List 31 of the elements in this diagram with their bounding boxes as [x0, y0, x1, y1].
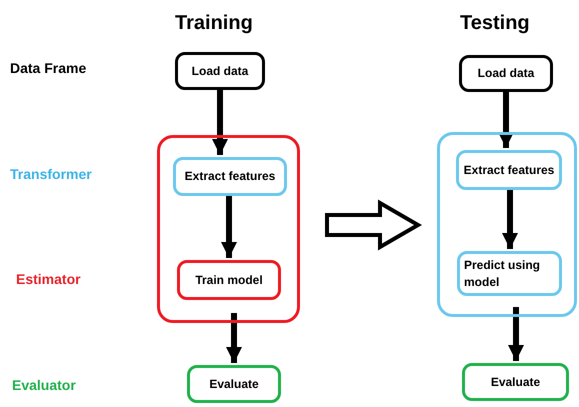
group-box	[437, 132, 577, 317]
arrow	[212, 90, 228, 155]
process-box	[459, 55, 553, 92]
box-label: Train model	[195, 272, 263, 288]
hollow-arrow	[325, 200, 422, 250]
heading: Testing	[460, 11, 530, 36]
process-box	[173, 157, 287, 196]
group-box	[157, 135, 300, 323]
arrow	[502, 190, 518, 249]
box-label: Extract features	[184, 168, 276, 185]
row-label: Data Frame	[10, 59, 86, 78]
row-label: Transformer	[10, 165, 92, 184]
arrow	[221, 196, 237, 258]
process-box	[457, 251, 562, 296]
arrow	[508, 307, 524, 361]
box-label: Load data	[478, 65, 534, 82]
box-label: Extract features	[464, 162, 554, 178]
box-label: Evaluate	[490, 374, 540, 390]
process-box	[456, 150, 562, 190]
arrow	[498, 92, 514, 148]
process-box	[187, 365, 281, 403]
process-box	[175, 52, 265, 90]
process-box	[177, 260, 281, 300]
box-label: Predict using model	[464, 256, 542, 290]
row-label: Evaluator	[12, 376, 76, 395]
process-box	[462, 363, 569, 401]
heading: Training	[175, 11, 253, 36]
arrow	[226, 313, 242, 363]
box-label: Evaluate	[209, 376, 259, 392]
box-label: Load data	[192, 62, 248, 80]
row-label: Estimator	[16, 270, 81, 289]
